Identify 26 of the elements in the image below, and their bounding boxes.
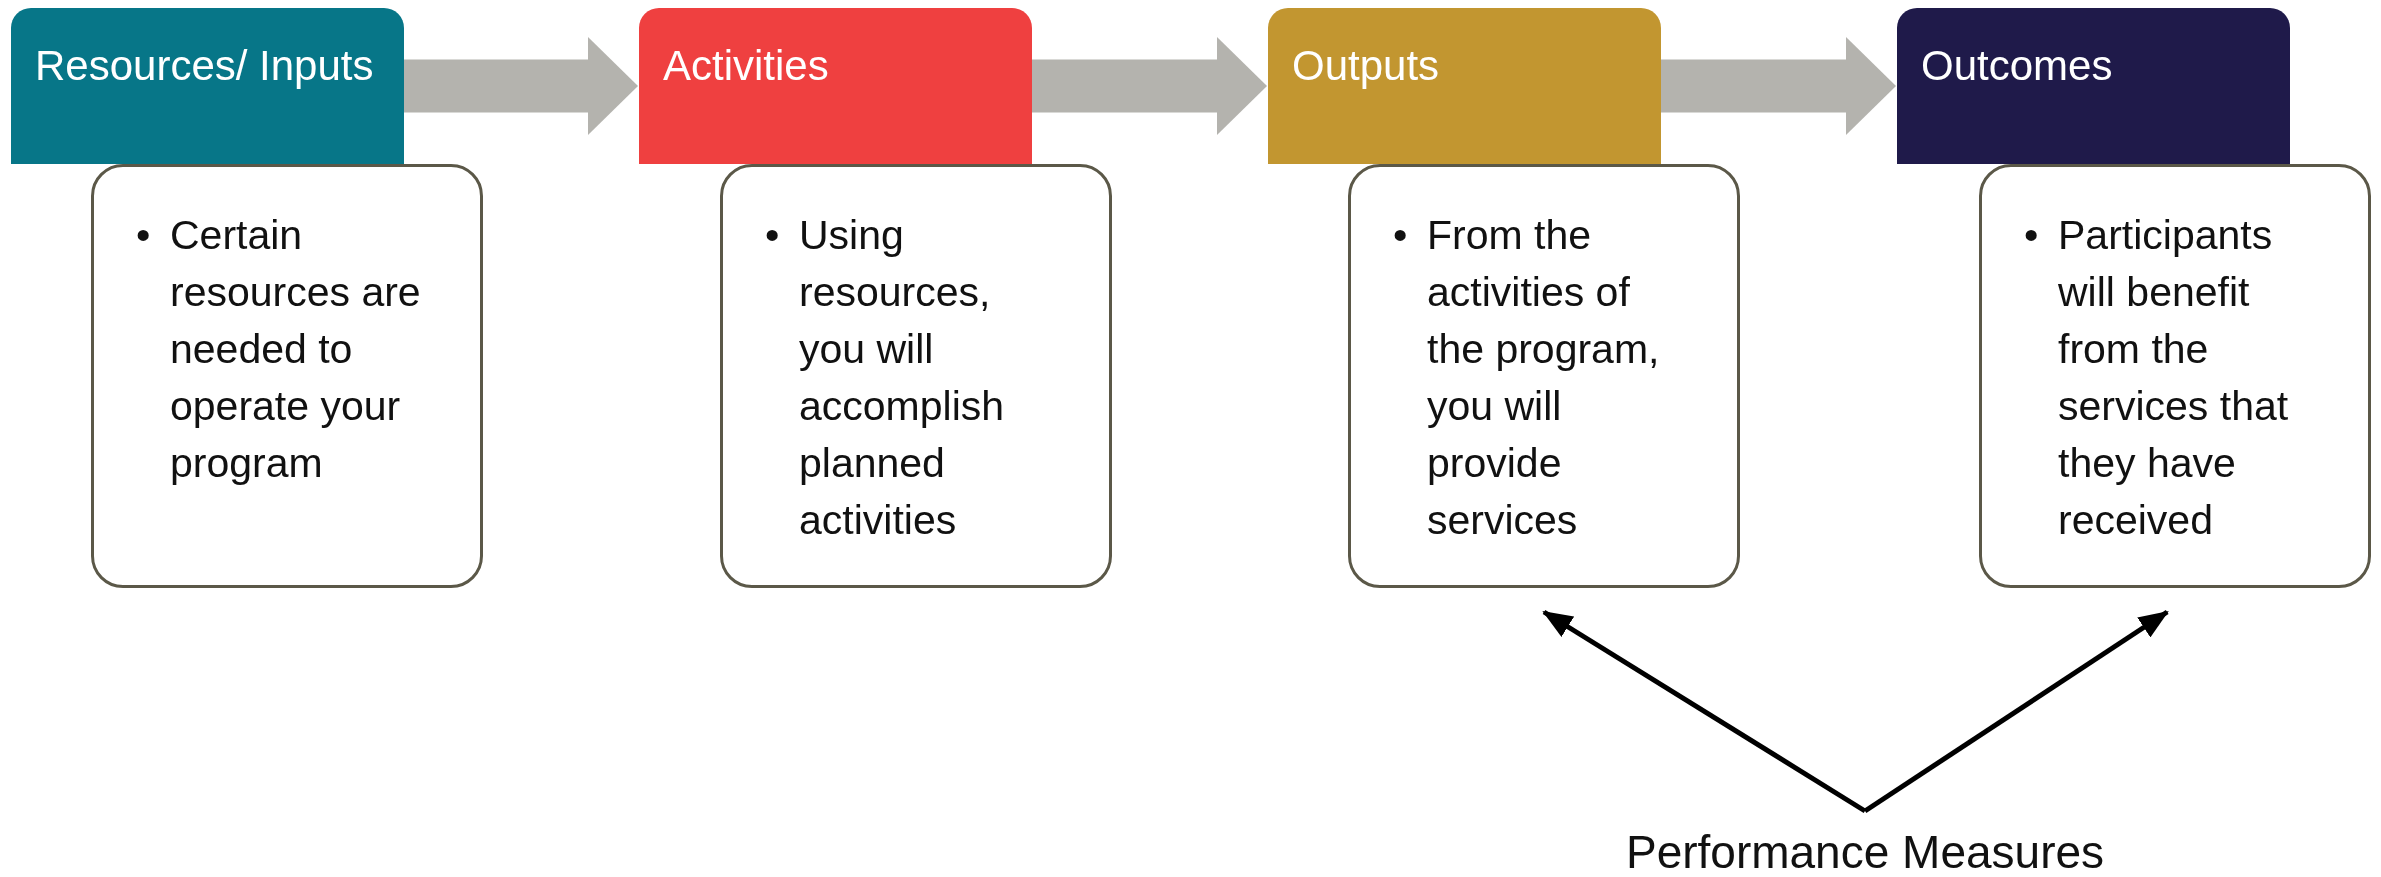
block-arrow	[1661, 37, 1896, 135]
stage-header-box	[11, 8, 404, 164]
arrow	[1542, 609, 1867, 814]
bullet-mark: •	[765, 211, 780, 260]
bullet-mark: •	[2024, 211, 2039, 260]
bullet-mark: •	[1393, 211, 1408, 260]
caption-text: Performance Measures	[1595, 825, 2135, 877]
block-arrow	[404, 37, 638, 135]
description-card	[1979, 164, 2371, 588]
stage-header-box	[639, 8, 1032, 164]
stage-header-box	[1268, 8, 1661, 164]
block-arrow	[1032, 37, 1267, 135]
stage-title: Activities	[663, 41, 830, 91]
bullet-text: Participants will benefit from the services that they have received	[2058, 211, 2290, 545]
bullet-text: Using resources, you will accomplish planned activities	[799, 211, 1006, 545]
stage-header-box	[1897, 8, 2290, 164]
description-card	[720, 164, 1112, 588]
bullet-text: Certain resources are needed to operate your program	[170, 211, 422, 488]
stage-title: Outputs	[1292, 41, 1441, 91]
description-card	[91, 164, 483, 588]
bullet-text: From the activities of the program, you will provide services	[1427, 211, 1661, 545]
stage-title: Outcomes	[1921, 41, 2114, 91]
arrow	[1863, 609, 2169, 814]
description-card	[1348, 164, 1740, 588]
bullet-mark: •	[136, 211, 151, 260]
stage-title: Resources/ Inputs	[35, 41, 375, 91]
